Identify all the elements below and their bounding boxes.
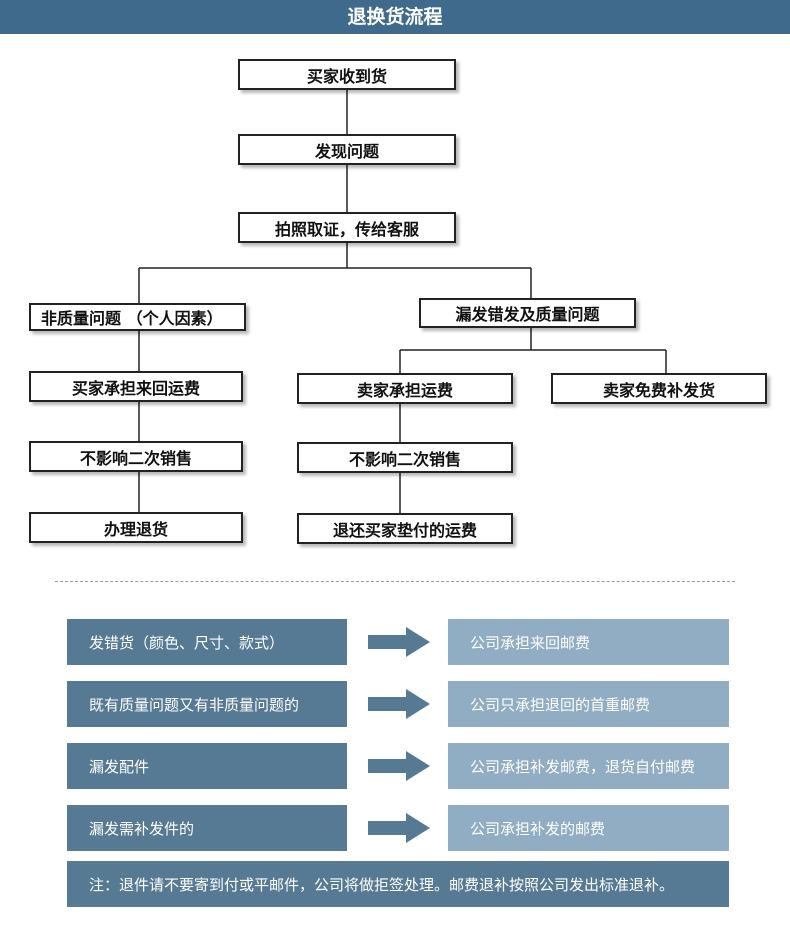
rule-condition: 发错货（颜色、尺寸、款式） <box>67 619 347 665</box>
flow-step-seller-no-resale: 不影响二次销售 <box>297 442 513 473</box>
section-divider <box>55 581 735 582</box>
page-title: 退换货流程 <box>0 0 790 34</box>
flow-step-seller-resend: 卖家免费补发货 <box>551 373 767 404</box>
flow-branch-missing-or-quality: 漏发错发及质量问题 <box>419 298 636 328</box>
flow-step-buyer-return: 办理退货 <box>29 512 243 543</box>
rule-result: 公司承担补发的邮费 <box>448 805 729 851</box>
rule-result: 公司承担来回邮费 <box>448 619 729 665</box>
flow-step-find-issue: 发现问题 <box>238 134 456 165</box>
flow-step-seller-refund: 退还买家垫付的运费 <box>297 513 513 544</box>
flow-step-photo: 拍照取证，传给客服 <box>238 212 456 243</box>
rule-result: 公司承担补发邮费，退货自付邮费 <box>448 743 729 789</box>
rule-condition: 既有质量问题又有非质量问题的 <box>67 681 347 727</box>
flow-step-receive: 买家收到货 <box>238 59 456 90</box>
rule-condition: 漏发配件 <box>67 743 347 789</box>
arrow-right-icon <box>368 689 430 719</box>
flow-branch-non-quality: 非质量问题 （个人因素） <box>29 303 246 331</box>
arrow-right-icon <box>368 627 430 657</box>
rule-condition: 漏发需补发件的 <box>67 805 347 851</box>
arrow-right-icon <box>368 751 430 781</box>
note-text: 注：退件请不要寄到付或平邮件，公司将做拒签处理。邮费退补按照公司发出标准退补。 <box>67 861 729 907</box>
rule-result: 公司只承担退回的首重邮费 <box>448 681 729 727</box>
arrow-right-icon <box>368 813 430 843</box>
flow-step-buyer-no-resale: 不影响二次销售 <box>29 441 243 472</box>
flow-step-buyer-shipping: 买家承担来回运费 <box>29 371 243 402</box>
flow-step-seller-shipping: 卖家承担运费 <box>297 373 513 404</box>
